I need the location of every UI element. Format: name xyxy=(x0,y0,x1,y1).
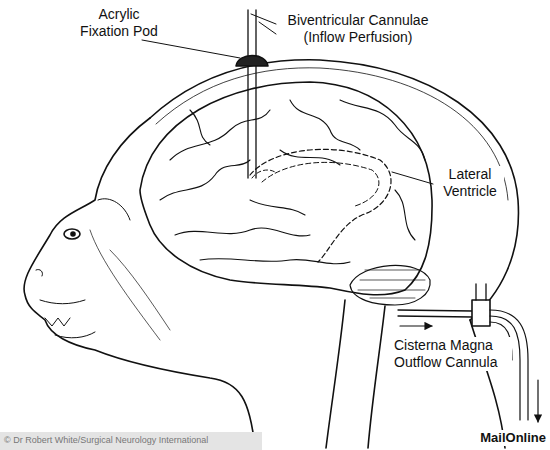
part-label: Biventricular Cannulae (Inflow Perfusion… xyxy=(278,12,438,46)
copyright-watermark: © Dr Robert White/Surgical Neurology Int… xyxy=(4,435,260,446)
skull-outline xyxy=(150,60,518,320)
eye xyxy=(64,229,80,239)
brain-outline xyxy=(140,82,432,295)
part-label: Cisterna Magna Outflow Cannula xyxy=(394,337,512,371)
acrylic-pod xyxy=(236,56,268,67)
part-label: Lateral Ventricle xyxy=(436,166,504,200)
outflow-tube xyxy=(398,310,472,317)
part-label: Acrylic Fixation Pod xyxy=(72,6,166,40)
cerebellum xyxy=(350,265,430,305)
brand-watermark: MailOnline xyxy=(462,430,546,446)
cannula xyxy=(248,10,256,178)
lateral-ventricle xyxy=(250,149,391,262)
face-outline xyxy=(24,118,255,448)
